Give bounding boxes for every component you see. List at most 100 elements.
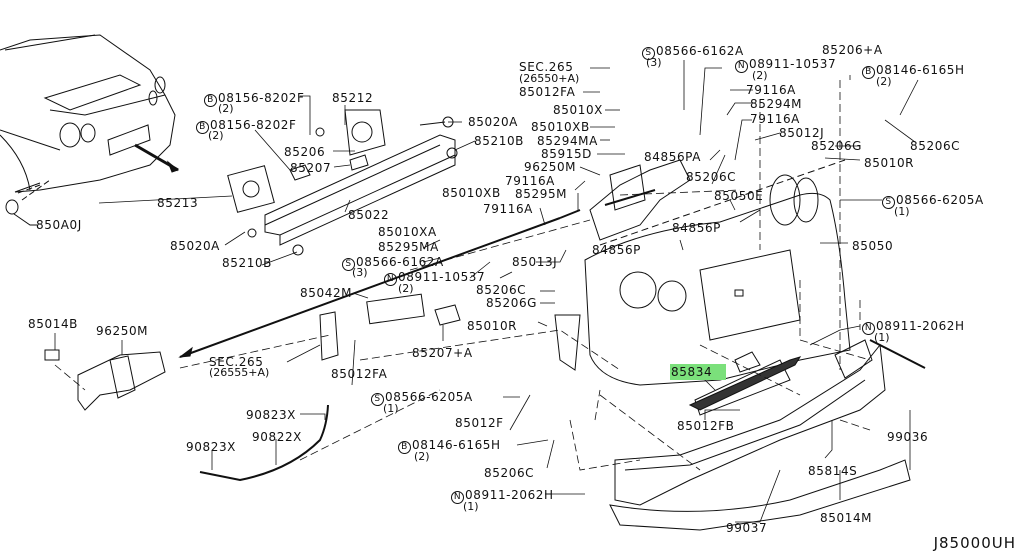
label-99037[interactable]: 99037 [726, 522, 767, 534]
label-85295ma[interactable]: 85295MA [378, 241, 439, 253]
part-number: 85010X [553, 103, 603, 117]
label-85206g-mid[interactable]: 85206G [486, 297, 537, 309]
label-85814s[interactable]: 85814S [808, 465, 857, 477]
label-85206g-right[interactable]: 85206G [811, 140, 862, 152]
part-number: 85213 [157, 196, 199, 210]
part-number: 85010XA [378, 225, 437, 239]
part-number: 85206C [484, 466, 535, 480]
label-84856pa[interactable]: 84856PA [644, 151, 701, 163]
bumper-reinforcement-illustration [227, 109, 458, 256]
leader-lines [54, 60, 919, 523]
part-number: 85295M [515, 187, 568, 201]
label-85294ma[interactable]: 85294MA [537, 135, 598, 147]
label-sec265-lower[interactable]: SEC.265 [209, 356, 264, 368]
label-84856p-lower[interactable]: 84856P [592, 244, 641, 256]
label-85295m[interactable]: 85295M [515, 188, 567, 200]
label-85020a-left[interactable]: 85020A [170, 240, 220, 252]
label-85012fa-upper[interactable]: 85012FA [519, 86, 575, 98]
label-85206c-lower[interactable]: 85206C [484, 467, 534, 479]
label-85207a[interactable]: 85207+A [412, 347, 473, 359]
qty-s-08566-6162a-top: (3) [646, 56, 662, 69]
label-85212[interactable]: 85212 [332, 92, 373, 104]
label-85014m[interactable]: 85014M [820, 512, 872, 524]
label-96250m-left[interactable]: 96250M [96, 325, 148, 337]
label-85010r-right[interactable]: 85010R [864, 157, 914, 169]
label-85050e[interactable]: 85050E [714, 190, 763, 202]
label-85010xa[interactable]: 85010XA [378, 226, 437, 238]
s-circle-icon: S [342, 258, 355, 271]
label-96250m-mid[interactable]: 96250M [524, 161, 576, 173]
label-84856p-upper[interactable]: 84856P [672, 222, 721, 234]
part-number: 85042M [300, 286, 353, 300]
bumper-fascia-illustration [554, 159, 851, 386]
label-85294m[interactable]: 85294M [750, 98, 802, 110]
label-85012f[interactable]: 85012F [455, 417, 504, 429]
label-sec265-upper[interactable]: SEC.265 [519, 61, 574, 73]
label-79116a-c[interactable]: 79116A [746, 84, 796, 96]
label-79116a-d[interactable]: 79116A [750, 113, 800, 125]
label-85213[interactable]: 85213 [157, 197, 198, 209]
label-850a0j[interactable]: 850A0J [36, 219, 82, 231]
part-number: 84856PA [644, 150, 702, 164]
s-circle-icon: S [882, 196, 895, 209]
label-85012j[interactable]: 85012J [779, 127, 824, 139]
part-number: 99037 [726, 521, 768, 535]
label-85010r-mid[interactable]: 85010R [467, 320, 517, 332]
qty-b-08156-8202f-upper: (2) [218, 102, 234, 115]
label-90823x-upper[interactable]: 90823X [246, 409, 296, 421]
label-85010x[interactable]: 85010X [553, 104, 603, 116]
label-85210b-right[interactable]: 85210B [474, 135, 524, 147]
label-85010xb-upper[interactable]: 85010XB [531, 121, 590, 133]
part-number: 85206C [910, 139, 961, 153]
label-85020a-right[interactable]: 85020A [468, 116, 518, 128]
b-circle-icon: B [204, 94, 217, 107]
part-number: 79116A [505, 174, 555, 188]
label-99036[interactable]: 99036 [887, 431, 928, 443]
part-number: 85010XB [442, 186, 501, 200]
part-number: 85012J [779, 126, 825, 140]
label-85206a[interactable]: 85206+A [822, 44, 883, 56]
label-79116a-a[interactable]: 79116A [505, 175, 555, 187]
label-79116a-b[interactable]: 79116A [483, 203, 533, 215]
qty-n-08911-10537-top: (2) [752, 69, 768, 82]
part-number: 96250M [524, 160, 577, 174]
label-85014b[interactable]: 85014B [28, 318, 78, 330]
part-number: 79116A [746, 83, 796, 97]
label-85022[interactable]: 85022 [348, 209, 389, 221]
part-number: 85206G [486, 296, 538, 310]
label-85206c-right[interactable]: 85206C [910, 140, 960, 152]
qty-s-08566-6162a-left: (3) [352, 266, 368, 279]
n-circle-icon: N [862, 322, 875, 335]
label-85207[interactable]: 85207 [290, 162, 331, 174]
label-85050[interactable]: 85050 [852, 240, 893, 252]
label-85010xb-mid[interactable]: 85010XB [442, 187, 501, 199]
label-90822x[interactable]: 90822X [252, 431, 302, 443]
label-85834[interactable]: 85834 [670, 364, 727, 380]
label-85206c-top[interactable]: 85206C [686, 171, 736, 183]
qty-s-08566-6205a-right: (1) [894, 205, 910, 218]
part-number: 85020A [468, 115, 518, 129]
label-85206c-mid[interactable]: 85206C [476, 284, 526, 296]
part-number: 85206C [686, 170, 737, 184]
part-number: 90822X [252, 430, 302, 444]
label-85210b-left[interactable]: 85210B [222, 257, 272, 269]
label-85012fa-left[interactable]: 85012FA [331, 368, 387, 380]
label-85012fb[interactable]: 85012FB [677, 420, 735, 432]
label-85013j[interactable]: 85013J [512, 256, 557, 268]
label-90823x-lower[interactable]: 90823X [186, 441, 236, 453]
label-85915d[interactable]: 85915D [541, 148, 592, 160]
label-85042m[interactable]: 85042M [300, 287, 352, 299]
label-85206[interactable]: 85206 [284, 146, 325, 158]
